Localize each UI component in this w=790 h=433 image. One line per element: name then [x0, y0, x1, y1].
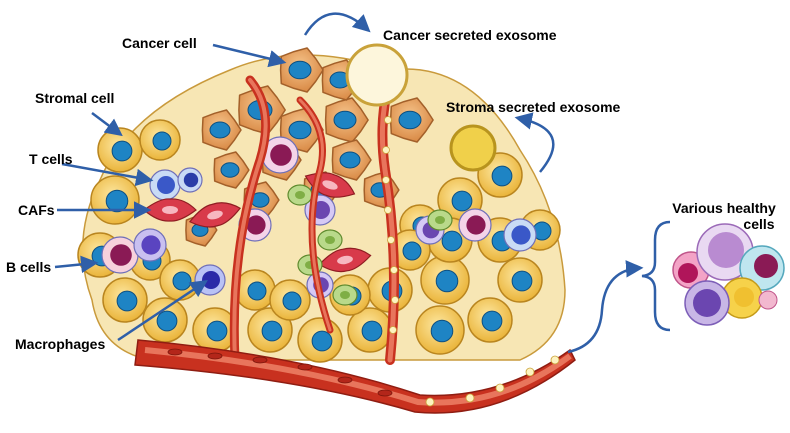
stromal-cell — [420, 255, 470, 305]
stromal-cell — [297, 317, 343, 363]
label-various-healthy-cells-line1: Various healthy — [672, 200, 776, 216]
b-cell — [261, 136, 299, 174]
caf-cell — [143, 198, 197, 222]
cancer-secreted-exosome — [345, 43, 409, 107]
stromal-cell — [347, 307, 393, 353]
stromal-cell-arrow — [91, 112, 123, 137]
t-cells-arrow — [61, 162, 154, 187]
label-macrophages: Macrophages — [15, 336, 106, 352]
label-stroma-secreted-exosome: Stroma secreted exosome — [446, 99, 621, 115]
cancer-exosome-curve-arrow — [303, 12, 371, 36]
stromal-cell — [159, 259, 201, 301]
various-healthy-cells — [672, 223, 785, 326]
stromal-cells — [77, 119, 561, 363]
macrophages-arrow — [117, 280, 208, 342]
stromal-cell — [97, 127, 143, 173]
label-various-healthy-cells: Various healthy cells — [660, 200, 788, 232]
vessel-to-healthy-arrow — [567, 260, 644, 354]
cancer-cell — [389, 97, 434, 143]
green-cell — [317, 229, 343, 251]
b-cell — [133, 228, 167, 262]
cancer-cell — [213, 151, 250, 189]
b-cells-arrow — [54, 255, 99, 274]
main-blood-vessel — [134, 339, 576, 414]
healthy-cell-small-pink — [758, 290, 778, 310]
green-cell — [427, 209, 453, 231]
stromal-cell — [139, 119, 181, 161]
stromal-cell — [247, 307, 293, 353]
cancer-cell — [279, 47, 324, 93]
main-blood-vessel-lumen — [144, 347, 572, 406]
label-cancer-secreted-exosome: Cancer secreted exosome — [383, 27, 557, 43]
label-stromal-cell: Stromal cell — [35, 90, 115, 106]
caf-cell — [318, 247, 372, 273]
label-cafs: CAFs — [18, 202, 55, 218]
label-various-healthy-cells-line2: cells — [743, 216, 775, 232]
vessel-exosome-dots — [382, 116, 399, 334]
b-cell — [101, 236, 139, 274]
label-cancer-cell: Cancer cell — [122, 35, 197, 51]
b-cell — [458, 208, 492, 242]
t-cell — [177, 167, 203, 193]
label-t-cells: T cells — [29, 151, 73, 167]
caf-cell — [188, 202, 242, 228]
cancer-cell — [324, 97, 369, 143]
vessel-exosomes — [425, 355, 560, 407]
stromal-cell — [102, 277, 148, 323]
stromal-cell — [415, 305, 465, 355]
stromal-cell — [269, 279, 311, 321]
stromal-cell — [497, 257, 543, 303]
cancer-cell — [201, 109, 242, 151]
vessel-branch-1-inner — [232, 78, 268, 362]
cancer-cell — [331, 139, 372, 181]
stroma-exosome-curve-arrow — [514, 112, 555, 173]
green-cell — [332, 284, 358, 306]
stromal-cell — [467, 297, 513, 343]
stroma-secreted-exosome — [449, 124, 497, 172]
immune-cells — [101, 136, 537, 306]
t-cell — [503, 218, 537, 252]
macrophage — [194, 264, 226, 296]
cancer-cell-arrow — [212, 43, 287, 68]
t-cell — [149, 169, 181, 201]
green-cell — [287, 184, 313, 206]
healthy-cells-brace — [641, 220, 671, 332]
stromal-cell — [90, 175, 140, 225]
red-blood-cells — [167, 348, 393, 397]
label-b-cells: B cells — [6, 259, 52, 275]
vessel-branch-3-inner — [298, 98, 332, 332]
